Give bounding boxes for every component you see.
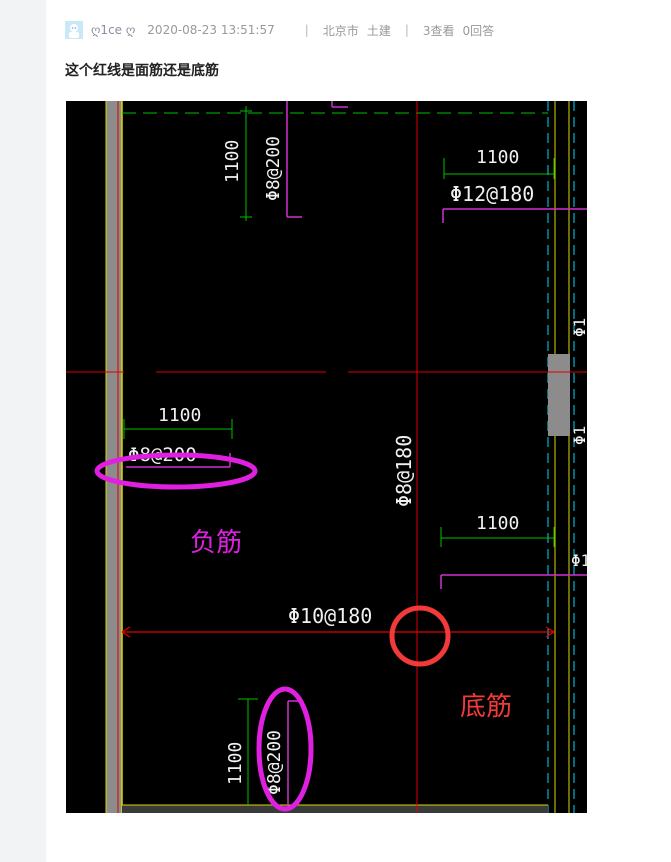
post-category[interactable]: 土建 xyxy=(366,23,391,38)
annotation-bottom-rebar: 底筋 xyxy=(460,692,512,722)
meta-divider: | xyxy=(304,23,309,37)
dim-mid-right: 1100 xyxy=(476,513,519,534)
avatar[interactable] xyxy=(65,21,83,39)
right-edge-label: Φ1 xyxy=(571,551,587,570)
dim-top-right: 1100 xyxy=(476,147,519,168)
rebar-label-top-right: Φ12@180 xyxy=(450,182,534,206)
answer-count: 0回答 xyxy=(462,23,495,38)
post-meta: ღ1ce ღ 2020-08-23 13:51:57 | 北京市 土建 | 3查… xyxy=(65,19,494,41)
right-edge-label: Φ1 xyxy=(570,426,587,445)
post-timestamp: 2020-08-23 13:51:57 xyxy=(147,23,275,37)
username-link[interactable]: ღ1ce ღ xyxy=(91,23,136,37)
dim-mid-left: 1100 xyxy=(158,405,201,426)
column-block xyxy=(548,354,570,436)
question-card: ღ1ce ღ 2020-08-23 13:51:57 | 北京市 土建 | 3查… xyxy=(46,0,671,862)
rebar-label-top-left: Φ8@200 xyxy=(263,136,284,201)
red-circle-annotation xyxy=(389,605,451,667)
view-count: 3查看 xyxy=(422,23,455,38)
rebar-label-bottom-horizontal: Φ10@180 xyxy=(288,604,372,628)
dim-top-left: 1100 xyxy=(222,140,243,183)
cad-drawing-image[interactable]: 1100 Φ8@200 1100 Φ12@180 1100 Φ8@200 Φ8@… xyxy=(66,101,587,813)
magenta-ellipse-annotation xyxy=(94,452,258,490)
rebar-label-bottom-left: Φ8@200 xyxy=(264,730,285,795)
annotation-negative-rebar: 负筋 xyxy=(190,528,242,558)
dim-bottom-left: 1100 xyxy=(225,742,246,785)
user-avatar-icon xyxy=(65,21,83,39)
question-title: 这个红线是面筋还是底筋 xyxy=(65,63,219,79)
bottom-wall xyxy=(122,805,548,813)
cad-drawing-canvas: 1100 Φ8@200 1100 Φ12@180 1100 Φ8@200 Φ8@… xyxy=(66,101,587,813)
meta-divider: | xyxy=(404,23,409,37)
right-edge-label: Φ1 xyxy=(570,318,587,337)
left-wall xyxy=(106,101,122,813)
magenta-ellipse-annotation xyxy=(256,686,314,812)
post-location: 北京市 xyxy=(322,23,359,38)
rebar-label-center-vertical: Φ8@180 xyxy=(392,435,416,507)
